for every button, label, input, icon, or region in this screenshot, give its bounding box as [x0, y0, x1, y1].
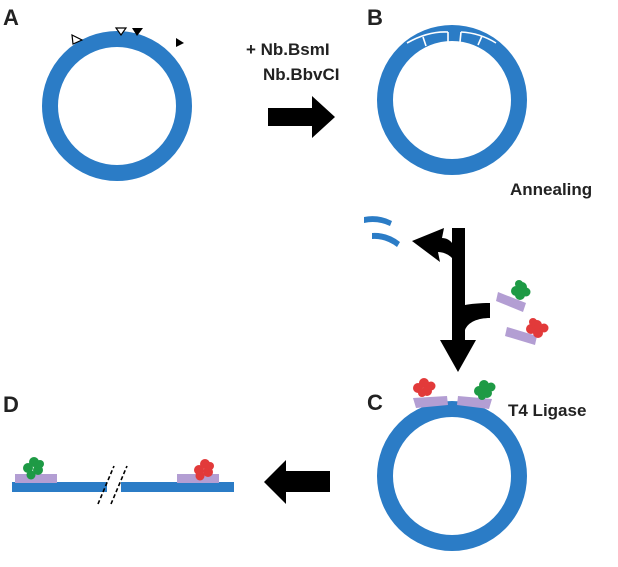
- panel-label-d: D: [3, 392, 19, 417]
- oligo-red-floating: [505, 318, 549, 345]
- annealing-label: Annealing: [510, 180, 592, 199]
- arrow-a-to-b: [268, 96, 335, 138]
- label-green-linear: [23, 457, 44, 480]
- forked-arrow-b-to-c: [412, 228, 490, 372]
- nick-gap-line-2: [460, 31, 497, 44]
- oligo-green-annealed: [457, 380, 496, 409]
- enzyme-label-2: Nb.BbvCI: [263, 65, 340, 84]
- open-triangle-marker-2: [114, 27, 128, 37]
- panel-label-b: B: [367, 5, 383, 30]
- panel-label-a: A: [3, 5, 19, 30]
- arrow-c-to-d: [264, 460, 330, 504]
- nick-gap-line-1: [406, 31, 449, 44]
- oligo-green-linear: [15, 474, 57, 483]
- plasmid-circle-a: [42, 31, 192, 181]
- ligase-label: T4 Ligase: [508, 401, 586, 420]
- released-fragment-1: [364, 216, 392, 226]
- oligo-red-annealed: [413, 378, 448, 408]
- oligo-green-floating: [496, 280, 531, 312]
- enzyme-label-1: + Nb.BsmI: [246, 40, 330, 59]
- break-mark-2: [110, 465, 128, 505]
- nick-mark-4: [477, 35, 483, 46]
- nick-mark-3: [459, 31, 462, 43]
- nick-mark-1: [422, 36, 427, 47]
- filled-triangle-marker-2: [176, 38, 184, 47]
- filled-triangle-marker-1: [132, 28, 143, 36]
- linear-dna-strand: [12, 482, 234, 492]
- label-red-linear: [194, 459, 214, 481]
- panel-label-c: C: [367, 390, 383, 415]
- open-triangle-marker-1: [71, 33, 84, 45]
- plasmid-circle-b: [377, 25, 527, 175]
- break-mark-1: [97, 465, 115, 505]
- released-fragment-2: [372, 232, 400, 247]
- plasmid-circle-c: [377, 401, 527, 551]
- break-gap: [107, 478, 121, 496]
